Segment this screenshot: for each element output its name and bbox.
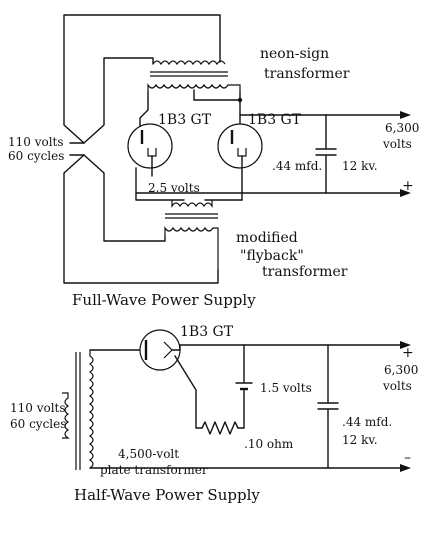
- fw-bottom-output-arrow: [400, 189, 411, 197]
- hw-resistor-label: .10 ohm: [244, 437, 294, 451]
- plate-primary-coil: [62, 392, 70, 439]
- fw-inner-left-top-wire: [83, 57, 154, 144]
- fw-sec-left-to-tube: [139, 91, 149, 127]
- hw-plate-label-2: plate transformer: [100, 463, 208, 477]
- neon-secondary-coil: [147, 83, 241, 92]
- hw-top-output-arrow: [400, 341, 411, 349]
- fw-filament-wire-left: [135, 167, 185, 201]
- hw-cap-rating-label: 12 kv.: [342, 433, 378, 447]
- hw-output-label-1: 6,300: [384, 363, 418, 377]
- neon-sign-transformer: [147, 60, 243, 103]
- hw-caption: Half-Wave Power Supply: [74, 486, 260, 504]
- flyback-transformer: [164, 200, 219, 270]
- fw-top-output-arrow: [400, 111, 411, 119]
- fw-tube-right-envelope: [217, 123, 263, 169]
- hw-top-output-rail: [179, 344, 401, 351]
- plate-secondary-coil: [88, 350, 94, 469]
- fw-cap-value-label: .44 mfd.: [272, 159, 322, 173]
- hw-resistor-branch-left: [174, 355, 203, 429]
- fw-neon-label-1: neon-sign: [260, 46, 329, 62]
- hw-input-label-1: 110 volts: [10, 401, 66, 415]
- fw-cap-rating-label: 12 kv.: [342, 159, 378, 173]
- fw-neon-label-2: transformer: [264, 66, 350, 82]
- fw-caption: Full-Wave Power Supply: [72, 291, 256, 309]
- fw-plus-label: +: [402, 178, 414, 194]
- neon-center-tap-to-output: [193, 91, 241, 101]
- fw-tube-left: [127, 123, 173, 177]
- fw-tube-left-envelope: [127, 123, 173, 169]
- hw-plate-label-1: 4,500-volt: [118, 447, 179, 461]
- hw-plus-label: +: [402, 345, 414, 361]
- hw-output-label-2: volts: [382, 379, 412, 393]
- hw-filament-cell: [235, 344, 253, 429]
- fw-capacitor: [315, 114, 337, 194]
- fw-output-label-2: volts: [382, 137, 412, 151]
- fw-outer-left-bottom-wire: [63, 154, 219, 284]
- fw-output-label-1: 6,300: [385, 121, 419, 135]
- flyback-lower-coil: [164, 226, 219, 270]
- fw-flyback-label-2: "flyback": [240, 248, 304, 264]
- fw-tube-right-label: 1B3 GT: [248, 112, 302, 128]
- hw-input-label-2: 60 cycles: [10, 417, 66, 431]
- hw-tube-label: 1B3 GT: [180, 324, 234, 340]
- fw-filament-label: 2.5 volts: [148, 181, 200, 195]
- fw-input-label-2: 60 cycles: [8, 149, 64, 163]
- full-wave-diagram: neon-sign transformer 1B3 GT 1B3 GT 110 …: [8, 14, 419, 309]
- fw-inner-left-bottom-wire: [83, 154, 166, 242]
- fw-input-label-1: 110 volts: [8, 135, 64, 149]
- hw-cap-value-label: .44 mfd.: [342, 415, 392, 429]
- half-wave-diagram: 1B3 GT 1.5 volts .10 ohm 110 volts 60 cy…: [10, 324, 418, 504]
- hw-filament-label: 1.5 volts: [260, 381, 312, 395]
- fw-tube-right: [217, 123, 263, 201]
- hw-minus-label: –: [404, 450, 411, 466]
- fw-flyback-label-1: modified: [236, 230, 298, 246]
- hw-tube: [139, 329, 181, 371]
- fw-outer-left-top-wire: [63, 14, 221, 144]
- fw-tube-left-label: 1B3 GT: [158, 112, 212, 128]
- hw-capacitor: [317, 344, 339, 469]
- neon-primary-coil: [152, 60, 226, 66]
- hw-resistor-zigzag: [201, 421, 239, 435]
- plate-transformer: [62, 350, 94, 470]
- flyback-upper-coil: [171, 200, 213, 208]
- fw-flyback-label-3: transformer: [262, 264, 348, 280]
- hw-bottom-output-arrow: [400, 464, 411, 472]
